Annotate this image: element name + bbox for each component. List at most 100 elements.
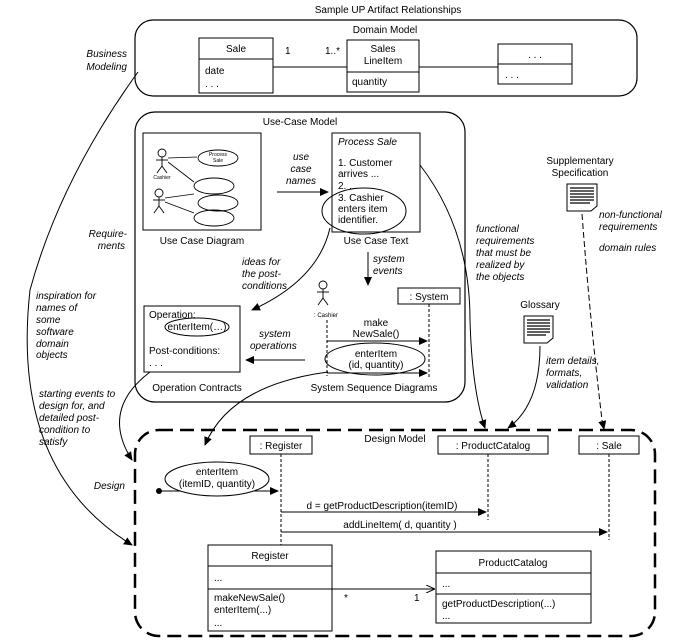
sale-lifeline-label: : Sale xyxy=(596,441,622,452)
found-message-highlight xyxy=(164,461,270,497)
domain-multiplicity-right: 1..* xyxy=(325,46,340,57)
use-case-text: Process Sale 1. Customer arrives ... 2. … xyxy=(321,132,421,247)
system-operations-note: system operations xyxy=(250,329,297,352)
use-case-4 xyxy=(193,209,235,227)
use-case-3 xyxy=(197,194,239,212)
svg-text:1: 1 xyxy=(414,593,420,604)
discipline-requirements: Require- xyxy=(89,229,128,240)
svg-text:use: use xyxy=(293,152,310,163)
use-case-process-sale-label-2: Sale xyxy=(213,158,223,164)
ssd-cashier-icon xyxy=(317,280,329,306)
svg-text:identifier.: identifier. xyxy=(338,215,378,226)
svg-text:functional: functional xyxy=(476,224,520,235)
design-class-register: Register ... makeNewSale() enterItem(...… xyxy=(207,544,333,632)
svg-text:satisfy: satisfy xyxy=(39,437,68,448)
inspiration-note: inspiration for names of some software d… xyxy=(36,291,97,361)
domain-model-frame xyxy=(134,19,638,97)
starting-events-note: starting events to design for, and detai… xyxy=(39,389,116,448)
svg-text:...: ... xyxy=(442,579,450,590)
discipline-labels: Business Modeling Require- ments Design xyxy=(86,49,127,492)
functional-requirements-note: functional requirements that must be rea… xyxy=(476,224,534,283)
operation-label: Operation: xyxy=(149,310,196,321)
product-catalog-lifeline-box xyxy=(437,435,549,455)
svg-text:case: case xyxy=(290,164,312,175)
svg-text:some: some xyxy=(36,315,61,326)
svg-text:Specification: Specification xyxy=(552,168,609,179)
svg-text:Supplementary: Supplementary xyxy=(546,156,613,167)
svg-text:(id, quantity): (id, quantity) xyxy=(348,360,403,371)
use-case-process-sale xyxy=(197,149,239,167)
use-case-text-title: Process Sale xyxy=(338,137,397,148)
discipline-business-modeling-2: Modeling xyxy=(86,62,127,73)
msg-add-line-item-label: addLineItem( d, quantity ) xyxy=(343,520,456,531)
svg-text:arrives ...: arrives ... xyxy=(338,169,379,180)
use-case-diagram: Cashier Process Sale Use Case D xyxy=(142,132,262,247)
use-case-model: Use-Case Model Cashier xyxy=(134,111,466,403)
register-lifeline-label: : Register xyxy=(260,441,303,452)
svg-text:2. ...: 2. ... xyxy=(338,181,357,192)
domain-class-sli-name-2: LineItem xyxy=(364,56,402,67)
svg-text:...: ... xyxy=(442,611,450,622)
diagram-title: Sample UP Artifact Relationships xyxy=(315,5,462,16)
svg-text:(itemID, quantity): (itemID, quantity) xyxy=(179,479,255,490)
domain-class-sale-attr-ellipsis: . . . xyxy=(205,79,219,90)
use-case-diagram-caption: Use Case Diagram xyxy=(160,236,244,247)
svg-text:enters item: enters item xyxy=(338,204,387,215)
svg-text:validation: validation xyxy=(546,380,589,391)
domain-class-sli-name-1: Sales xyxy=(370,44,395,55)
domain-class-ellipsis-attr: . . . xyxy=(505,70,519,81)
svg-text:...: ... xyxy=(214,618,222,629)
domain-multiplicity-left: 1 xyxy=(285,46,291,57)
svg-text:1. Customer: 1. Customer xyxy=(338,158,393,169)
operation-contracts-caption: Operation Contracts xyxy=(152,383,242,394)
domain-class-sli-attr: quantity xyxy=(352,77,387,88)
svg-text:inspiration for: inspiration for xyxy=(36,291,97,302)
design-class-product-catalog: ProductCatalog ... getProductDescription… xyxy=(435,550,592,624)
functional-requirements-arrow xyxy=(419,164,487,429)
domain-class-ellipsis-name: . . . xyxy=(528,50,542,61)
svg-text:*: * xyxy=(344,593,348,604)
svg-text:makeNewSale(): makeNewSale() xyxy=(214,593,285,604)
use-case-text-highlight xyxy=(321,187,407,235)
use-case-2 xyxy=(193,177,235,195)
glossary: Glossary item details, formats, validati… xyxy=(520,300,599,391)
svg-text:non-functional: non-functional xyxy=(599,210,663,221)
domain-class-sales-line-item: Sales LineItem quantity xyxy=(346,39,420,93)
svg-text:the post-: the post- xyxy=(242,269,282,280)
svg-text:system: system xyxy=(259,329,291,340)
supplementary-document-icon xyxy=(566,183,598,212)
system-sequence-diagram: : Cashier : System make NewSale() enterI… xyxy=(311,280,461,394)
operation-name: enterItem(…) xyxy=(168,322,227,333)
svg-text:realized by: realized by xyxy=(476,260,525,271)
svg-text:ideas for: ideas for xyxy=(242,257,281,268)
domain-model: Domain Model Sale date . . . 1 1..* Sale… xyxy=(134,19,638,97)
design-model-frame xyxy=(133,428,657,638)
use-case-model-frame xyxy=(134,111,466,403)
supplementary-specification: Supplementary Specification non-function… xyxy=(546,156,662,254)
svg-text:...: ... xyxy=(214,573,222,584)
postconditions-label: Post-conditions: xyxy=(149,346,220,357)
svg-text:system: system xyxy=(373,254,405,265)
discipline-design: Design xyxy=(94,481,126,492)
svg-text:item details,: item details, xyxy=(546,356,599,367)
discipline-business-modeling: Business xyxy=(86,49,127,60)
svg-text:detailed post-: detailed post- xyxy=(39,413,100,424)
domain-model-title: Domain Model xyxy=(353,25,417,36)
ideas-arrow xyxy=(251,227,331,311)
use-case-process-sale-label-1: Process xyxy=(209,152,228,158)
postconditions-ellipsis: . . . xyxy=(149,358,163,369)
svg-text:domain rules: domain rules xyxy=(599,243,656,254)
ssd-caption: System Sequence Diagrams xyxy=(311,383,438,394)
operation-contract: Operation: enterItem(…) Post-conditions:… xyxy=(143,305,242,394)
svg-text:make: make xyxy=(364,318,389,329)
glossary-document-icon xyxy=(523,315,554,344)
domain-class-ellipsis: . . . . . . xyxy=(497,43,573,85)
svg-text:names: names xyxy=(286,176,316,187)
svg-text:objects: objects xyxy=(36,350,68,361)
design-model-title: Design Model xyxy=(364,434,425,445)
svg-text:condition to: condition to xyxy=(39,425,91,436)
domain-class-sale-name: Sale xyxy=(226,44,246,55)
system-events-note: system events xyxy=(373,254,405,277)
svg-text:enterItem: enterItem xyxy=(355,349,397,360)
